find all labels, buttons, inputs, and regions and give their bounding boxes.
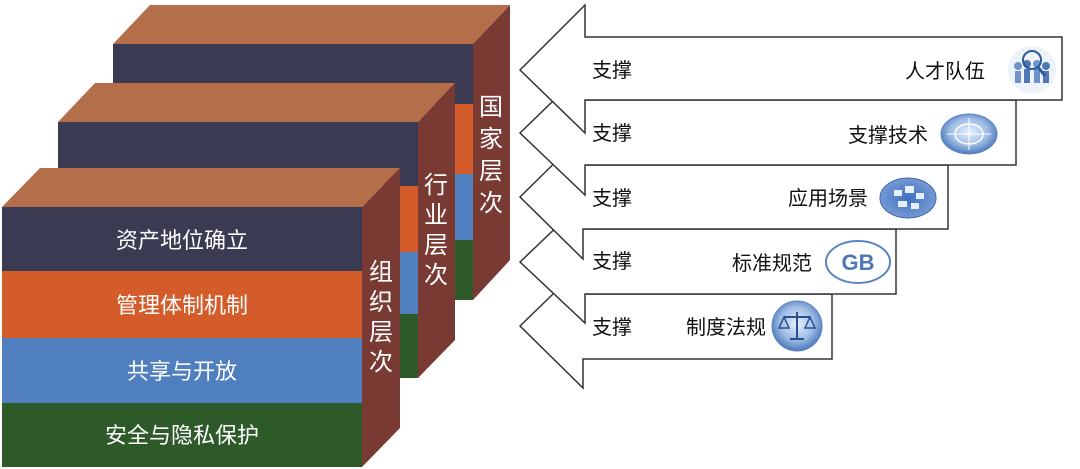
band-label: 管理体制机制 bbox=[116, 294, 248, 319]
support-arrow-scenarios: 支撑 应用场景 bbox=[518, 133, 949, 261]
support-arrow-technology: 支撑 支撑技术 bbox=[518, 68, 1017, 197]
arrow-shape bbox=[518, 3, 1063, 135]
arrow-right-label: 标准规范 bbox=[732, 251, 812, 275]
org-level-block: 资产地位确立 管理体制机制 共享与开放 安全与隐私保护 组织层次 bbox=[2, 168, 400, 467]
band-sharing-opening bbox=[2, 338, 362, 403]
support-arrows: 支撑 制度法规 支撑 标准规范 GB 支撑 应用场景 bbox=[518, 3, 1063, 390]
people-search-icon bbox=[1008, 46, 1056, 94]
support-arrow-standards: 支撑 标准规范 GB bbox=[518, 198, 897, 325]
arrow-right-label: 支撑技术 bbox=[848, 123, 928, 147]
band-label: 资产地位确立 bbox=[116, 229, 248, 254]
globe-network-icon bbox=[940, 113, 998, 155]
org-level-label: 组织层次 bbox=[369, 258, 393, 376]
industry-level-label: 行业层次 bbox=[424, 171, 448, 289]
national-side-face bbox=[473, 5, 510, 300]
industry-green-strip bbox=[400, 314, 418, 378]
band-label: 共享与开放 bbox=[127, 360, 237, 385]
gb-text: GB bbox=[842, 250, 875, 275]
band-security-privacy bbox=[2, 403, 362, 467]
arrow-right-label: 人才队伍 bbox=[905, 59, 985, 83]
national-orange-strip bbox=[455, 104, 473, 174]
support-arrow-regulations: 支撑 制度法规 bbox=[518, 263, 833, 390]
arrow-right-label: 制度法规 bbox=[686, 315, 766, 339]
national-blue-strip bbox=[455, 174, 473, 240]
band-asset-status bbox=[2, 207, 362, 271]
application-map-icon bbox=[879, 177, 937, 219]
industry-blue-strip bbox=[400, 252, 418, 314]
org-top-face bbox=[2, 168, 400, 207]
org-side-face bbox=[362, 168, 400, 467]
industry-side-face bbox=[418, 83, 455, 378]
national-top-face bbox=[113, 5, 510, 44]
arrow-left-label: 支撑 bbox=[592, 186, 632, 210]
gb-standard-icon: GB bbox=[825, 240, 891, 284]
support-arrow-talent: 支撑 人才队伍 bbox=[518, 3, 1063, 135]
scales-icon bbox=[771, 300, 823, 352]
arrow-left-label: 支撑 bbox=[592, 121, 632, 145]
arrow-left-label: 支撑 bbox=[592, 249, 632, 273]
arrow-left-label: 支撑 bbox=[592, 315, 632, 339]
band-label: 安全与隐私保护 bbox=[105, 424, 259, 449]
industry-top-face bbox=[58, 83, 455, 122]
arrow-right-label: 应用场景 bbox=[788, 186, 868, 210]
national-level-label: 国家层次 bbox=[479, 93, 503, 217]
national-green-strip bbox=[455, 240, 473, 300]
arrow-left-label: 支撑 bbox=[592, 58, 632, 82]
band-management-mechanism bbox=[2, 271, 362, 338]
industry-orange-strip bbox=[400, 186, 418, 252]
